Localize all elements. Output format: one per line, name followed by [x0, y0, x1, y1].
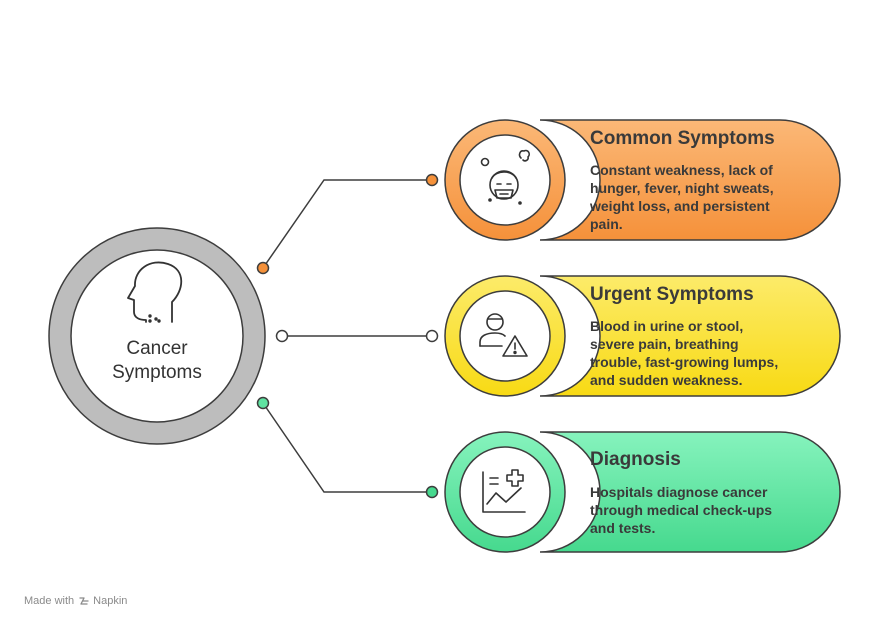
card-common-symptoms-pill — [539, 119, 841, 241]
card-urgent-symptoms-title: Urgent Symptoms — [590, 284, 754, 305]
card-diagnosis-desc-line1: Hospitals diagnose cancer — [590, 484, 768, 500]
person-warning-icon — [479, 313, 528, 357]
footer-brand: Napkin — [93, 595, 128, 607]
card-common-symptoms-desc-line4: pain. — [590, 216, 623, 232]
card-common-symptoms-desc-line3: weight loss, and persistent — [589, 198, 770, 214]
napkin-logo-icon — [79, 597, 89, 605]
connector-dot-common-start — [256, 261, 270, 275]
hub-inner — [70, 249, 244, 423]
connector-dot-urgent-end — [425, 329, 439, 343]
medical-chart-icon — [482, 469, 526, 513]
card-common-symptoms-title: Common Symptoms — [590, 128, 775, 149]
head-profile-icon — [127, 261, 183, 323]
hub: Cancer Symptoms — [48, 227, 266, 445]
card-diagnosis: Diagnosis Hospitals diagnose cancer thro… — [444, 431, 841, 553]
sick-face-icon — [480, 149, 531, 205]
hub-label-line1: Cancer — [126, 338, 188, 359]
card-urgent-symptoms-pill — [539, 275, 841, 397]
card-urgent-symptoms-desc-line2: severe pain, breathing — [590, 336, 739, 352]
card-diagnosis-pill — [539, 431, 841, 553]
card-common-symptoms-desc-line1: Constant weakness, lack of — [590, 162, 773, 178]
connector-dot-diagnosis-end — [425, 485, 439, 499]
card-diagnosis-title: Diagnosis — [590, 449, 681, 470]
footer: Made with Napkin — [24, 595, 127, 607]
connector-dot-urgent-start — [275, 329, 289, 343]
card-diagnosis-desc-line2: through medical check-ups — [590, 502, 772, 518]
card-common-symptoms-icon-bg — [459, 134, 551, 226]
footer-made-with: Made with — [24, 595, 75, 607]
napkin-brand-link[interactable]: Napkin — [78, 595, 127, 607]
card-common-symptoms: Common Symptoms Constant weakness, lack … — [444, 119, 841, 241]
card-urgent-symptoms: Urgent Symptoms Blood in urine or stool,… — [444, 275, 841, 397]
card-urgent-symptoms-desc-line4: and sudden weakness. — [590, 372, 743, 388]
connector-dot-common-end — [425, 173, 439, 187]
card-common-symptoms-desc-line2: hunger, fever, night sweats, — [590, 180, 774, 196]
card-urgent-symptoms-desc-line3: trouble, fast-growing lumps, — [590, 354, 778, 370]
connectors — [262, 179, 432, 493]
connector-common — [262, 179, 432, 269]
card-diagnosis-icon-bg — [459, 446, 551, 538]
card-diagnosis-desc-line3: and tests. — [590, 520, 655, 536]
connector-diagnosis — [262, 402, 432, 493]
connector-dot-diagnosis-start — [256, 396, 270, 410]
hub-label-line2: Symptoms — [112, 362, 202, 383]
card-urgent-symptoms-desc-line1: Blood in urine or stool, — [590, 318, 743, 334]
